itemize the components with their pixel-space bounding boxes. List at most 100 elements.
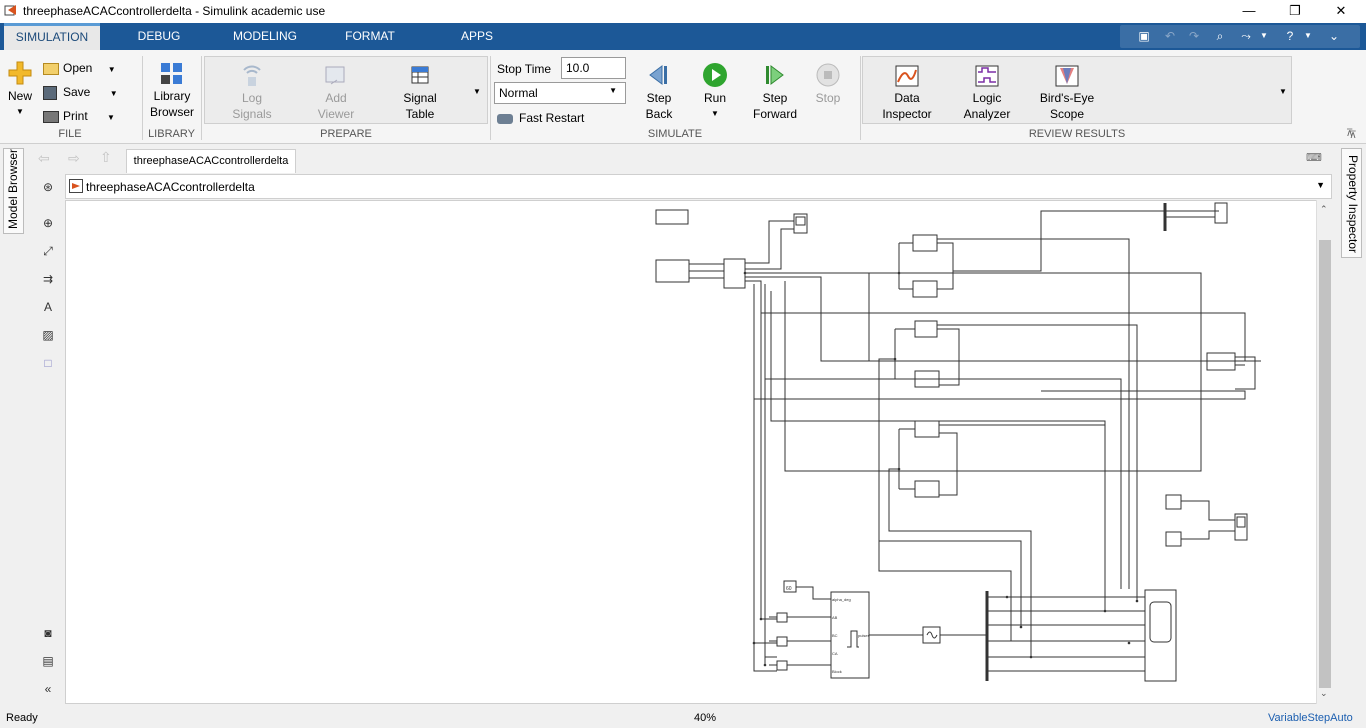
constant-block[interactable]	[1165, 494, 1182, 510]
address-bar[interactable]: threephaseACACcontrollerdelta ▼	[65, 174, 1332, 199]
birds-eye-scope-button[interactable]: Bird's-Eye Scope	[1032, 64, 1102, 122]
scope-block[interactable]	[1234, 513, 1248, 541]
address-text: threephaseACACcontrollerdelta	[86, 180, 255, 194]
review-expand-chevron-icon[interactable]: ▼	[1279, 87, 1287, 96]
status-bar: Ready 40% VariableStepAuto	[0, 709, 1366, 728]
ribbon: New ▼ Open ▼ Save ▼ Print ▼ FILE Library…	[0, 50, 1366, 144]
prepare-expand-chevron-icon[interactable]: ▼	[473, 87, 481, 96]
image-icon[interactable]: ▨	[42, 328, 54, 342]
scroll-up-icon[interactable]: ⌃	[1320, 204, 1328, 214]
scope-block[interactable]	[1214, 202, 1228, 224]
gain-block[interactable]	[776, 612, 788, 623]
save-button[interactable]: Save ▼	[43, 84, 118, 102]
collapse-ribbon-icon[interactable]: ⌄	[1328, 29, 1340, 43]
chevron-down-icon[interactable]: ▼	[1304, 31, 1312, 40]
back-arrow-icon[interactable]: ⇦	[38, 150, 50, 166]
annotation-icon[interactable]: A	[43, 300, 52, 314]
model-browser-label: Model Browser	[6, 148, 20, 229]
tab-apps[interactable]: APPS	[460, 29, 493, 43]
collapse-ribbon-icon[interactable]: ⊼	[1349, 130, 1357, 141]
new-button[interactable]: New ▼	[4, 60, 36, 120]
model-browser-tab[interactable]: Model Browser	[3, 148, 24, 234]
up-arrow-icon[interactable]: ⇧	[100, 149, 112, 165]
port-label: Block	[832, 669, 842, 674]
library-browser-label: Library Browser	[149, 89, 194, 119]
tab-modeling[interactable]: MODELING	[232, 29, 297, 43]
port-label: CA	[832, 651, 838, 656]
screenshot-icon[interactable]: ◙	[44, 626, 52, 640]
zoom-level[interactable]: 40%	[694, 712, 717, 724]
thyristor-block[interactable]	[914, 420, 940, 438]
zoom-icon[interactable]: ⊕	[42, 216, 54, 230]
scroll-down-icon[interactable]: ⌄	[1320, 688, 1328, 698]
add-viewer-button[interactable]: Add Viewer	[306, 64, 366, 122]
simulation-mode-select[interactable]: Normal ▼	[494, 82, 626, 104]
chevron-down-icon[interactable]: ▼	[1260, 31, 1268, 40]
chevron-down-icon[interactable]: ▼	[1316, 180, 1325, 190]
route-lines-icon[interactable]: ⇉	[42, 272, 54, 286]
hide-show-icon[interactable]: ⊛	[42, 180, 54, 194]
model-tab[interactable]: threephaseACACcontrollerdelta	[126, 149, 296, 173]
gain-block[interactable]	[776, 660, 788, 671]
gain-block[interactable]	[776, 636, 788, 647]
vertical-scrollbar[interactable]: ⌃ ⌄	[1316, 200, 1332, 704]
birds-eye-label: Bird's-Eye Scope	[1039, 91, 1095, 121]
stop-time-input[interactable]: 10.0	[561, 57, 626, 79]
forward-arrow-icon[interactable]: ⇨	[68, 150, 80, 166]
constant-block[interactable]	[1165, 531, 1182, 547]
signal-table-label: Signal Table	[403, 91, 437, 121]
run-button[interactable]: Run ▼	[697, 62, 733, 122]
step-back-button[interactable]: Step Back	[637, 62, 681, 122]
review-group-label: REVIEW RESULTS	[1028, 128, 1126, 140]
open-button[interactable]: Open ▼	[43, 60, 116, 78]
library-browser-button[interactable]: Library Browser	[147, 62, 197, 120]
pin-icon[interactable]: ⊼	[1346, 128, 1354, 139]
tab-debug[interactable]: DEBUG	[137, 29, 181, 43]
thyristor-block[interactable]	[912, 234, 938, 252]
port-label: AB	[832, 615, 838, 620]
property-inspector-tab[interactable]: Property Inspector	[1341, 148, 1362, 258]
fast-restart-button[interactable]: Fast Restart	[497, 110, 584, 126]
thyristor-block[interactable]	[914, 320, 938, 338]
search-icon[interactable]: ⌕	[1216, 29, 1224, 43]
display-block[interactable]	[655, 209, 689, 225]
close-button[interactable]: ✕	[1335, 3, 1347, 18]
save-icon[interactable]: ▣	[1138, 29, 1150, 43]
keyboard-icon[interactable]: ⌨	[1306, 152, 1322, 164]
run-play-icon	[703, 63, 727, 87]
port-label: alpha_deg	[832, 597, 851, 602]
stop-button[interactable]: Stop	[813, 62, 843, 106]
signal-table-button[interactable]: Signal Table	[390, 64, 450, 122]
maximize-button[interactable]: ❐	[1289, 3, 1301, 18]
tab-simulation[interactable]: SIMULATION	[4, 23, 100, 50]
scrollbar-thumb[interactable]	[1319, 240, 1331, 688]
minimize-button[interactable]: —	[1242, 3, 1256, 18]
print-button[interactable]: Print ▼	[43, 108, 115, 126]
source-block[interactable]	[655, 259, 690, 283]
step-forward-button[interactable]: Step Forward	[749, 62, 801, 122]
log-signals-button[interactable]: Log Signals	[222, 64, 282, 122]
viewer-icon	[325, 66, 345, 85]
logic-analyzer-button[interactable]: Logic Analyzer	[958, 64, 1016, 122]
scope-block[interactable]	[793, 213, 808, 234]
prepare-group-label: PREPARE	[320, 128, 372, 140]
redo-icon[interactable]: ↷	[1188, 29, 1200, 43]
thyristor-block[interactable]	[912, 280, 938, 298]
tab-format[interactable]: FORMAT	[345, 29, 395, 43]
scope-block[interactable]	[1144, 589, 1177, 682]
undo-icon[interactable]: ↶	[1164, 29, 1176, 43]
left-side-panel	[0, 145, 28, 705]
collapse-panel-icon[interactable]: «	[44, 682, 52, 696]
help-icon[interactable]: ?	[1286, 29, 1294, 43]
data-inspector-button[interactable]: Data Inspector	[878, 64, 936, 122]
area-icon[interactable]: □	[44, 356, 52, 370]
measurement-block[interactable]	[723, 258, 746, 289]
block-diagram[interactable]: 60 alpha_deg AB BC CA Block pulses	[66, 201, 1317, 704]
load-block[interactable]	[1206, 352, 1236, 371]
thyristor-block[interactable]	[914, 480, 940, 498]
solver-link[interactable]: VariableStepAuto	[1268, 712, 1353, 724]
shortcut-icon[interactable]: ⤳	[1241, 29, 1251, 43]
explorer-bar-icon[interactable]: ▤	[42, 654, 54, 668]
model-canvas[interactable]: 60 alpha_deg AB BC CA Block pulses	[65, 200, 1317, 704]
fit-to-view-icon[interactable]: ⤢	[43, 244, 53, 258]
